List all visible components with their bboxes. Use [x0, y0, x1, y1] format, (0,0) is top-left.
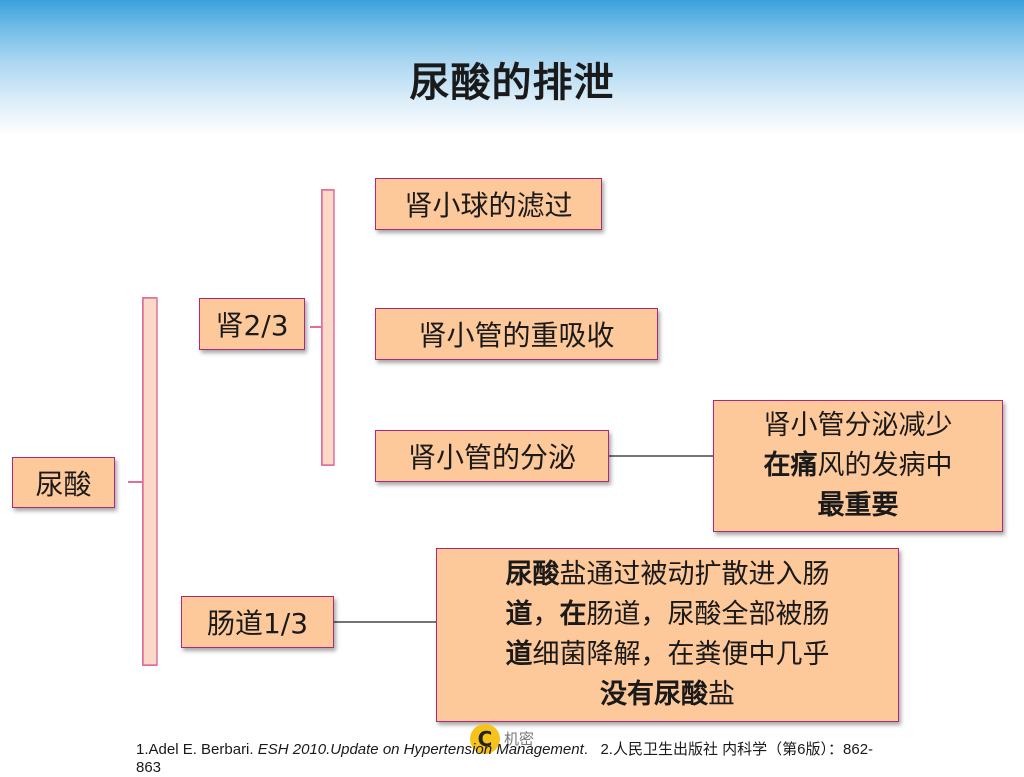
- intestine-node-label: 肠道1/3: [206, 607, 309, 640]
- kidney-node: 肾2/3: [199, 298, 305, 350]
- confidential-logo-icon: C: [470, 724, 500, 754]
- intestine-node: 肠道1/3: [181, 596, 334, 648]
- intestine-note-l4-bold: 没有尿酸: [600, 679, 708, 710]
- intestine-note-l2-b: ，: [532, 599, 560, 630]
- kidney-node-label: 肾2/3: [215, 309, 289, 342]
- root-bracket-fill: [142, 297, 158, 666]
- glomerular-filtration-node: 肾小球的滤过: [375, 178, 602, 230]
- ref2-publisher: 卫生出版社: [642, 741, 718, 758]
- ref2-book: 内科学（第6版）：862-: [722, 741, 874, 758]
- intestine-note-l2-bold: 在: [559, 599, 587, 630]
- ref2-prefix: 2.人民: [600, 741, 643, 758]
- tubular-secretion-label: 肾小管的分泌: [407, 441, 576, 474]
- intestine-note-line1: 尿酸盐通过被动扩散进入肠: [506, 555, 830, 595]
- intestine-note-l2-a: 道: [505, 599, 533, 630]
- ref2-continuation: 863: [136, 759, 162, 776]
- confidential-logo-letter: C: [477, 727, 493, 751]
- intestine-note-l1-bold: 尿酸: [505, 559, 560, 590]
- intestine-note-l1-rest: 盐通过被动扩散进入肠: [559, 559, 830, 590]
- intestine-note-line3: 道细菌降解，在粪便中几乎: [506, 635, 830, 675]
- root-node-uric-acid: 尿酸: [12, 457, 115, 508]
- kidney-bracket-fill: [321, 189, 335, 466]
- ref1-suffix: .: [583, 741, 588, 758]
- gout-note-line2: 在痛风的发病中: [764, 446, 953, 486]
- tubular-secretion-node: 肾小管的分泌: [375, 430, 609, 482]
- ref1-title: ESH 2010.Update on Hypertension Manageme…: [257, 741, 584, 758]
- gout-note-box: 肾小管分泌减少 在痛风的发病中 最重要: [713, 400, 1003, 532]
- root-node-label: 尿酸: [35, 467, 92, 501]
- tubular-reabsorption-node: 肾小管的重吸收: [375, 308, 658, 360]
- gout-note-line1: 肾小管分泌减少: [763, 410, 953, 441]
- intestine-note-line4: 没有尿酸盐: [600, 675, 735, 715]
- gout-note-line2-rest: 风的发病中: [817, 450, 953, 481]
- intestine-note-line2: 道，在肠道，尿酸全部被肠: [506, 595, 830, 635]
- intestine-note-l4-rest: 盐: [708, 679, 735, 710]
- slide-title: 尿酸的排泄: [409, 60, 615, 106]
- references-footer: 1.Adel E. Berbari. ESH 2010.Update on Hy…: [136, 741, 996, 776]
- intestine-note-l2-rest: 肠道，尿酸全部被肠: [586, 599, 830, 630]
- gout-note-line2-bold: 在痛: [763, 450, 818, 481]
- gout-note-line3: 最重要: [817, 490, 899, 521]
- header-band: [0, 0, 1024, 135]
- intestine-note-box: 尿酸盐通过被动扩散进入肠 道，在肠道，尿酸全部被肠 道细菌降解，在粪便中几乎 没…: [436, 548, 899, 722]
- tubular-reabsorption-label: 肾小管的重吸收: [418, 319, 615, 352]
- confidential-label: 机密: [504, 730, 535, 748]
- intestine-note-l3-bold: 道: [505, 639, 533, 670]
- glomerular-filtration-label: 肾小球的滤过: [404, 189, 573, 222]
- ref1-prefix: 1.Adel E. Berbari.: [136, 741, 254, 758]
- intestine-note-l3-rest: 细菌降解，在粪便中几乎: [532, 639, 830, 670]
